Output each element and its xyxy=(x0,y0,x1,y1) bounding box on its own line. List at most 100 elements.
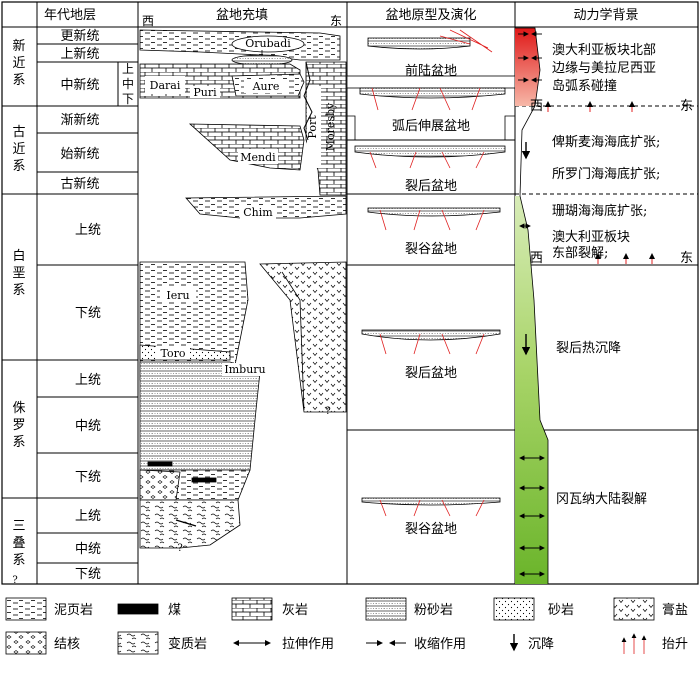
legend-swatch-uplift xyxy=(621,633,647,654)
rift2-sketch xyxy=(361,497,501,517)
series-pleistocene: 更新统 xyxy=(60,28,99,44)
legend-swatch-coal xyxy=(117,603,159,615)
system-jurassic-2: 罗 xyxy=(12,418,25,433)
dyn-solomon: 所罗门海海底扩张; xyxy=(552,166,660,182)
dyn-bismarck: 俾斯麦海海底扩张; xyxy=(552,134,660,150)
series-eocene: 始新统 xyxy=(60,146,99,162)
system-neogene-1: 新 xyxy=(12,38,25,54)
system-jurassic-1: 侏 xyxy=(12,401,25,416)
postrift2-sketch xyxy=(361,329,501,355)
headers: 年代地层 盆地充填 盆地原型及演化 动力学背景 西 东 xyxy=(44,7,639,28)
dyn-collision-1: 澳大利亚板块北部 xyxy=(552,42,656,58)
formation-aure: Aure xyxy=(252,80,280,93)
system-labels: 新 近 系 古 近 系 白 垩 系 侏 罗 系 三 叠 系 ? xyxy=(12,38,25,586)
legend-swatch-nodule xyxy=(5,631,47,655)
dynamics-labels: 澳大利亚板块北部 边缘与美拉尼西亚 岛弧系碰撞 西 东 俾斯麦海海底扩张; 所罗… xyxy=(530,42,693,507)
system-neogene-2: 近 xyxy=(12,56,25,71)
system-jurassic-3: 系 xyxy=(12,435,25,450)
header-dynamics: 动力学背景 xyxy=(573,7,638,23)
legend-uplift: 抬升 xyxy=(662,637,688,652)
formation-ieru: Ieru xyxy=(166,289,189,302)
system-paleogene-2: 近 xyxy=(12,142,25,157)
series-cretaceous-lower: 下统 xyxy=(75,306,101,321)
formation-chim: Chim xyxy=(243,206,273,219)
uplift-arrows xyxy=(545,101,655,264)
prototype-rift-1: 裂谷盆地 xyxy=(405,242,457,257)
formation-toro: Toro xyxy=(161,347,186,360)
legend-nodule: 结核 xyxy=(54,637,80,652)
system-triassic-2: 叠 xyxy=(12,536,25,551)
prototype-sketches xyxy=(346,29,516,517)
orubadi-lens xyxy=(231,35,305,53)
port-moresby-label-bg xyxy=(307,86,321,168)
system-triassic-1: 三 xyxy=(12,519,25,534)
legend-metamorphic: 变质岩 xyxy=(168,636,207,652)
series-labels: 更新统 上新统 中新统 渐新统 始新统 古新统 上统 下统 上统 中统 下统 上… xyxy=(60,28,134,582)
series-jurassic-middle: 中统 xyxy=(75,419,101,434)
toro-label-bg xyxy=(156,346,190,359)
dyn-east-2: 东 xyxy=(680,251,693,266)
dyn-collision-2: 边缘与美拉尼西亚 xyxy=(552,61,656,76)
coal-bed-1 xyxy=(147,461,173,467)
system-cretaceous-1: 白 xyxy=(12,248,25,264)
backarc-box-bottom xyxy=(347,115,515,141)
prototype-labels: 前陆盆地 弧后伸展盆地 裂后盆地 裂谷盆地 裂后盆地 裂谷盆地 xyxy=(392,63,470,537)
puri-label-bg xyxy=(190,86,220,98)
series-miocene: 中新统 xyxy=(60,77,99,93)
metamorphic-question: ? xyxy=(325,406,330,417)
metamorphic-east xyxy=(259,261,347,413)
dynamics-bar xyxy=(515,27,655,584)
system-neogene-3: 系 xyxy=(12,73,25,88)
system-triassic-3: 系 xyxy=(12,553,25,568)
triassic-fill-question: ? xyxy=(177,543,182,554)
series-paleocene: 古新统 xyxy=(60,176,99,192)
backarc-sketch xyxy=(359,87,506,111)
system-paleogene-1: 古 xyxy=(12,125,25,140)
miocene-lower: 下 xyxy=(122,92,134,106)
miocene-middle: 中 xyxy=(122,76,134,91)
imburu-unit xyxy=(139,361,261,471)
formation-puri: Puri xyxy=(193,86,217,99)
legend-swatch-sandstone xyxy=(493,597,535,621)
header-strata: 年代地层 xyxy=(44,8,96,23)
dyn-thermal: 裂后热沉降 xyxy=(556,341,621,356)
header-prototype: 盆地原型及演化 xyxy=(385,7,476,23)
nodule-unit xyxy=(139,469,181,501)
compression-arrows xyxy=(518,31,542,83)
formation-moresby: Moresby xyxy=(324,102,337,151)
fault-east xyxy=(281,271,305,411)
fill-east-label: 东 xyxy=(330,14,342,28)
system-cretaceous-2: 垩 xyxy=(12,266,25,281)
series-oligocene: 渐新统 xyxy=(60,112,99,128)
series-jurassic-lower: 下统 xyxy=(75,470,101,485)
prototype-postrift-2: 裂后盆地 xyxy=(405,366,457,381)
prototype-backarc: 弧后伸展盆地 xyxy=(392,119,470,134)
mendi-label-bg xyxy=(238,149,278,164)
miocene-upper: 上 xyxy=(122,62,134,76)
fill-west-label: 西 xyxy=(142,14,154,28)
collision-bar xyxy=(515,28,540,106)
legend xyxy=(5,597,655,655)
dyn-coral: 珊瑚海海底扩张; xyxy=(552,203,647,219)
system-paleogene-3: 系 xyxy=(12,159,25,174)
legend-labels: 泥页岩 煤 灰岩 粉砂岩 砂岩 膏盐 结核 变质岩 拉伸作用 收缩作用 沉降 抬… xyxy=(54,602,688,652)
dyn-eastrift-2: 东部裂解; xyxy=(552,246,608,261)
dyn-eastrift-1: 澳大利亚板块 xyxy=(552,229,630,245)
legend-sandstone: 砂岩 xyxy=(548,603,574,618)
darai-label-bg xyxy=(145,76,185,94)
legend-compression: 收缩作用 xyxy=(414,636,466,652)
formation-darai: Darai xyxy=(150,79,181,92)
foreland-sketch xyxy=(367,29,493,53)
ieru-label-bg xyxy=(160,288,196,302)
formation-mendi: Mendi xyxy=(240,151,276,164)
dyn-west-2: 西 xyxy=(530,251,543,266)
formation-imburu: Imburu xyxy=(224,363,265,376)
coal-bed-2 xyxy=(191,477,217,483)
legend-limestone: 灰岩 xyxy=(282,603,308,618)
triassic-thrust xyxy=(175,519,197,527)
formation-port: Port xyxy=(306,115,319,139)
series-pliocene: 上新统 xyxy=(60,46,99,62)
aure-label-bg xyxy=(244,79,288,93)
